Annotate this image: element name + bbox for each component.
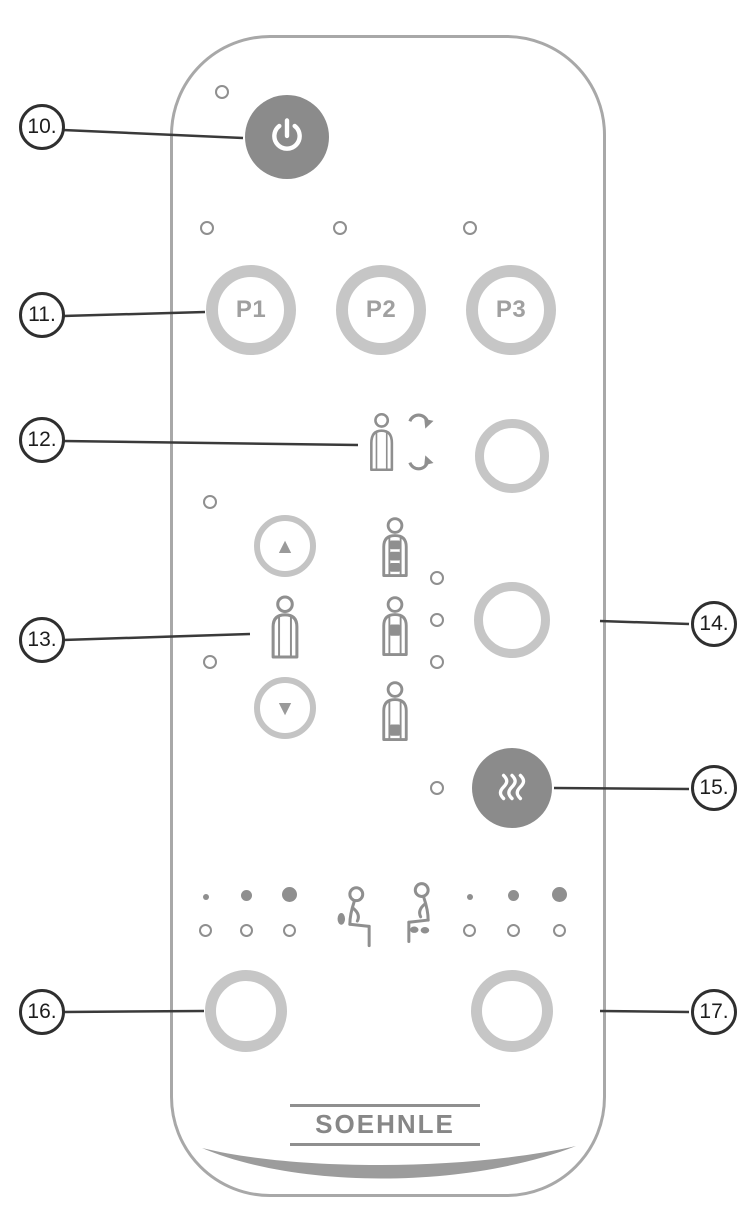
program-2-label: P2 <box>365 296 397 323</box>
logo-rule-top <box>290 1104 480 1107</box>
zone-upper-led <box>430 613 444 627</box>
intensity-right-led-2 <box>507 924 520 937</box>
callout-14: 14. <box>691 601 737 647</box>
callout-12-label: 12. <box>27 428 57 451</box>
callout-12: 12. <box>19 417 65 463</box>
program-2-button[interactable]: P2 <box>336 265 426 355</box>
person-rotation-icon <box>370 412 434 472</box>
callout-17-label: 17. <box>699 1000 729 1023</box>
height-down-button[interactable]: ▼ <box>254 677 316 739</box>
program-3-button[interactable]: P3 <box>466 265 556 355</box>
intensity-high-dot-left <box>282 887 297 902</box>
height-down-led <box>203 655 217 669</box>
seat-massage-intensity-button[interactable] <box>471 970 553 1052</box>
intensity-low-dot-right <box>467 894 473 900</box>
zone-full-led <box>430 571 444 585</box>
program-1-led <box>200 221 214 235</box>
person-lower-back-icon <box>382 681 408 741</box>
callout-15-label: 15. <box>699 776 729 799</box>
height-up-button[interactable]: ▲ <box>254 515 316 577</box>
logo-rule-bottom <box>290 1143 480 1146</box>
program-3-label: P3 <box>495 296 527 323</box>
person-upper-back-icon <box>382 596 408 656</box>
person-full-back-icon <box>382 517 408 577</box>
intensity-right-led-1 <box>463 924 476 937</box>
intensity-mid-dot-right <box>508 890 519 901</box>
callout-11-label: 11. <box>28 303 56 326</box>
seated-person-seat-massage-icon <box>407 882 430 943</box>
program-2-led <box>333 221 347 235</box>
callout-16: 16. <box>19 989 65 1035</box>
brand-logo-text: SOEHNLE <box>315 1109 455 1139</box>
intensity-left-led-1 <box>199 924 212 937</box>
callout-15: 15. <box>691 765 737 811</box>
rotation-button[interactable] <box>475 419 549 493</box>
power-icon <box>272 118 302 151</box>
back-zone-button[interactable] <box>474 582 550 658</box>
power-button[interactable] <box>245 95 329 179</box>
zone-lower-led <box>430 655 444 669</box>
heat-led <box>430 781 444 795</box>
height-up-led <box>203 495 217 509</box>
program-3-led <box>463 221 477 235</box>
intensity-left-led-3 <box>283 924 296 937</box>
callout-10: 10. <box>19 104 65 150</box>
callout-13: 13. <box>19 617 65 663</box>
power-led <box>215 85 229 99</box>
intensity-mid-dot-left <box>241 890 252 901</box>
triangle-up-icon: ▲ <box>274 534 296 558</box>
callout-13-label: 13. <box>27 628 57 651</box>
callout-11: 11. <box>19 292 65 338</box>
callout-10-label: 10. <box>27 115 57 138</box>
person-outline-icon <box>271 595 299 659</box>
brand-logo-block: SOEHNLE <box>288 1104 482 1146</box>
intensity-left-led-2 <box>240 924 253 937</box>
seated-person-back-massage-icon <box>337 886 371 948</box>
intensity-low-dot-left <box>203 894 209 900</box>
intensity-right-led-3 <box>553 924 566 937</box>
heat-button[interactable] <box>472 748 552 828</box>
program-1-label: P1 <box>235 296 267 323</box>
intensity-high-dot-right <box>552 887 567 902</box>
back-massage-intensity-button[interactable] <box>205 970 287 1052</box>
program-1-button[interactable]: P1 <box>206 265 296 355</box>
triangle-down-icon: ▼ <box>274 696 296 720</box>
callout-16-label: 16. <box>27 1000 57 1023</box>
callout-14-label: 14. <box>699 612 729 635</box>
heat-waves-icon <box>498 773 526 801</box>
callout-17: 17. <box>691 989 737 1035</box>
